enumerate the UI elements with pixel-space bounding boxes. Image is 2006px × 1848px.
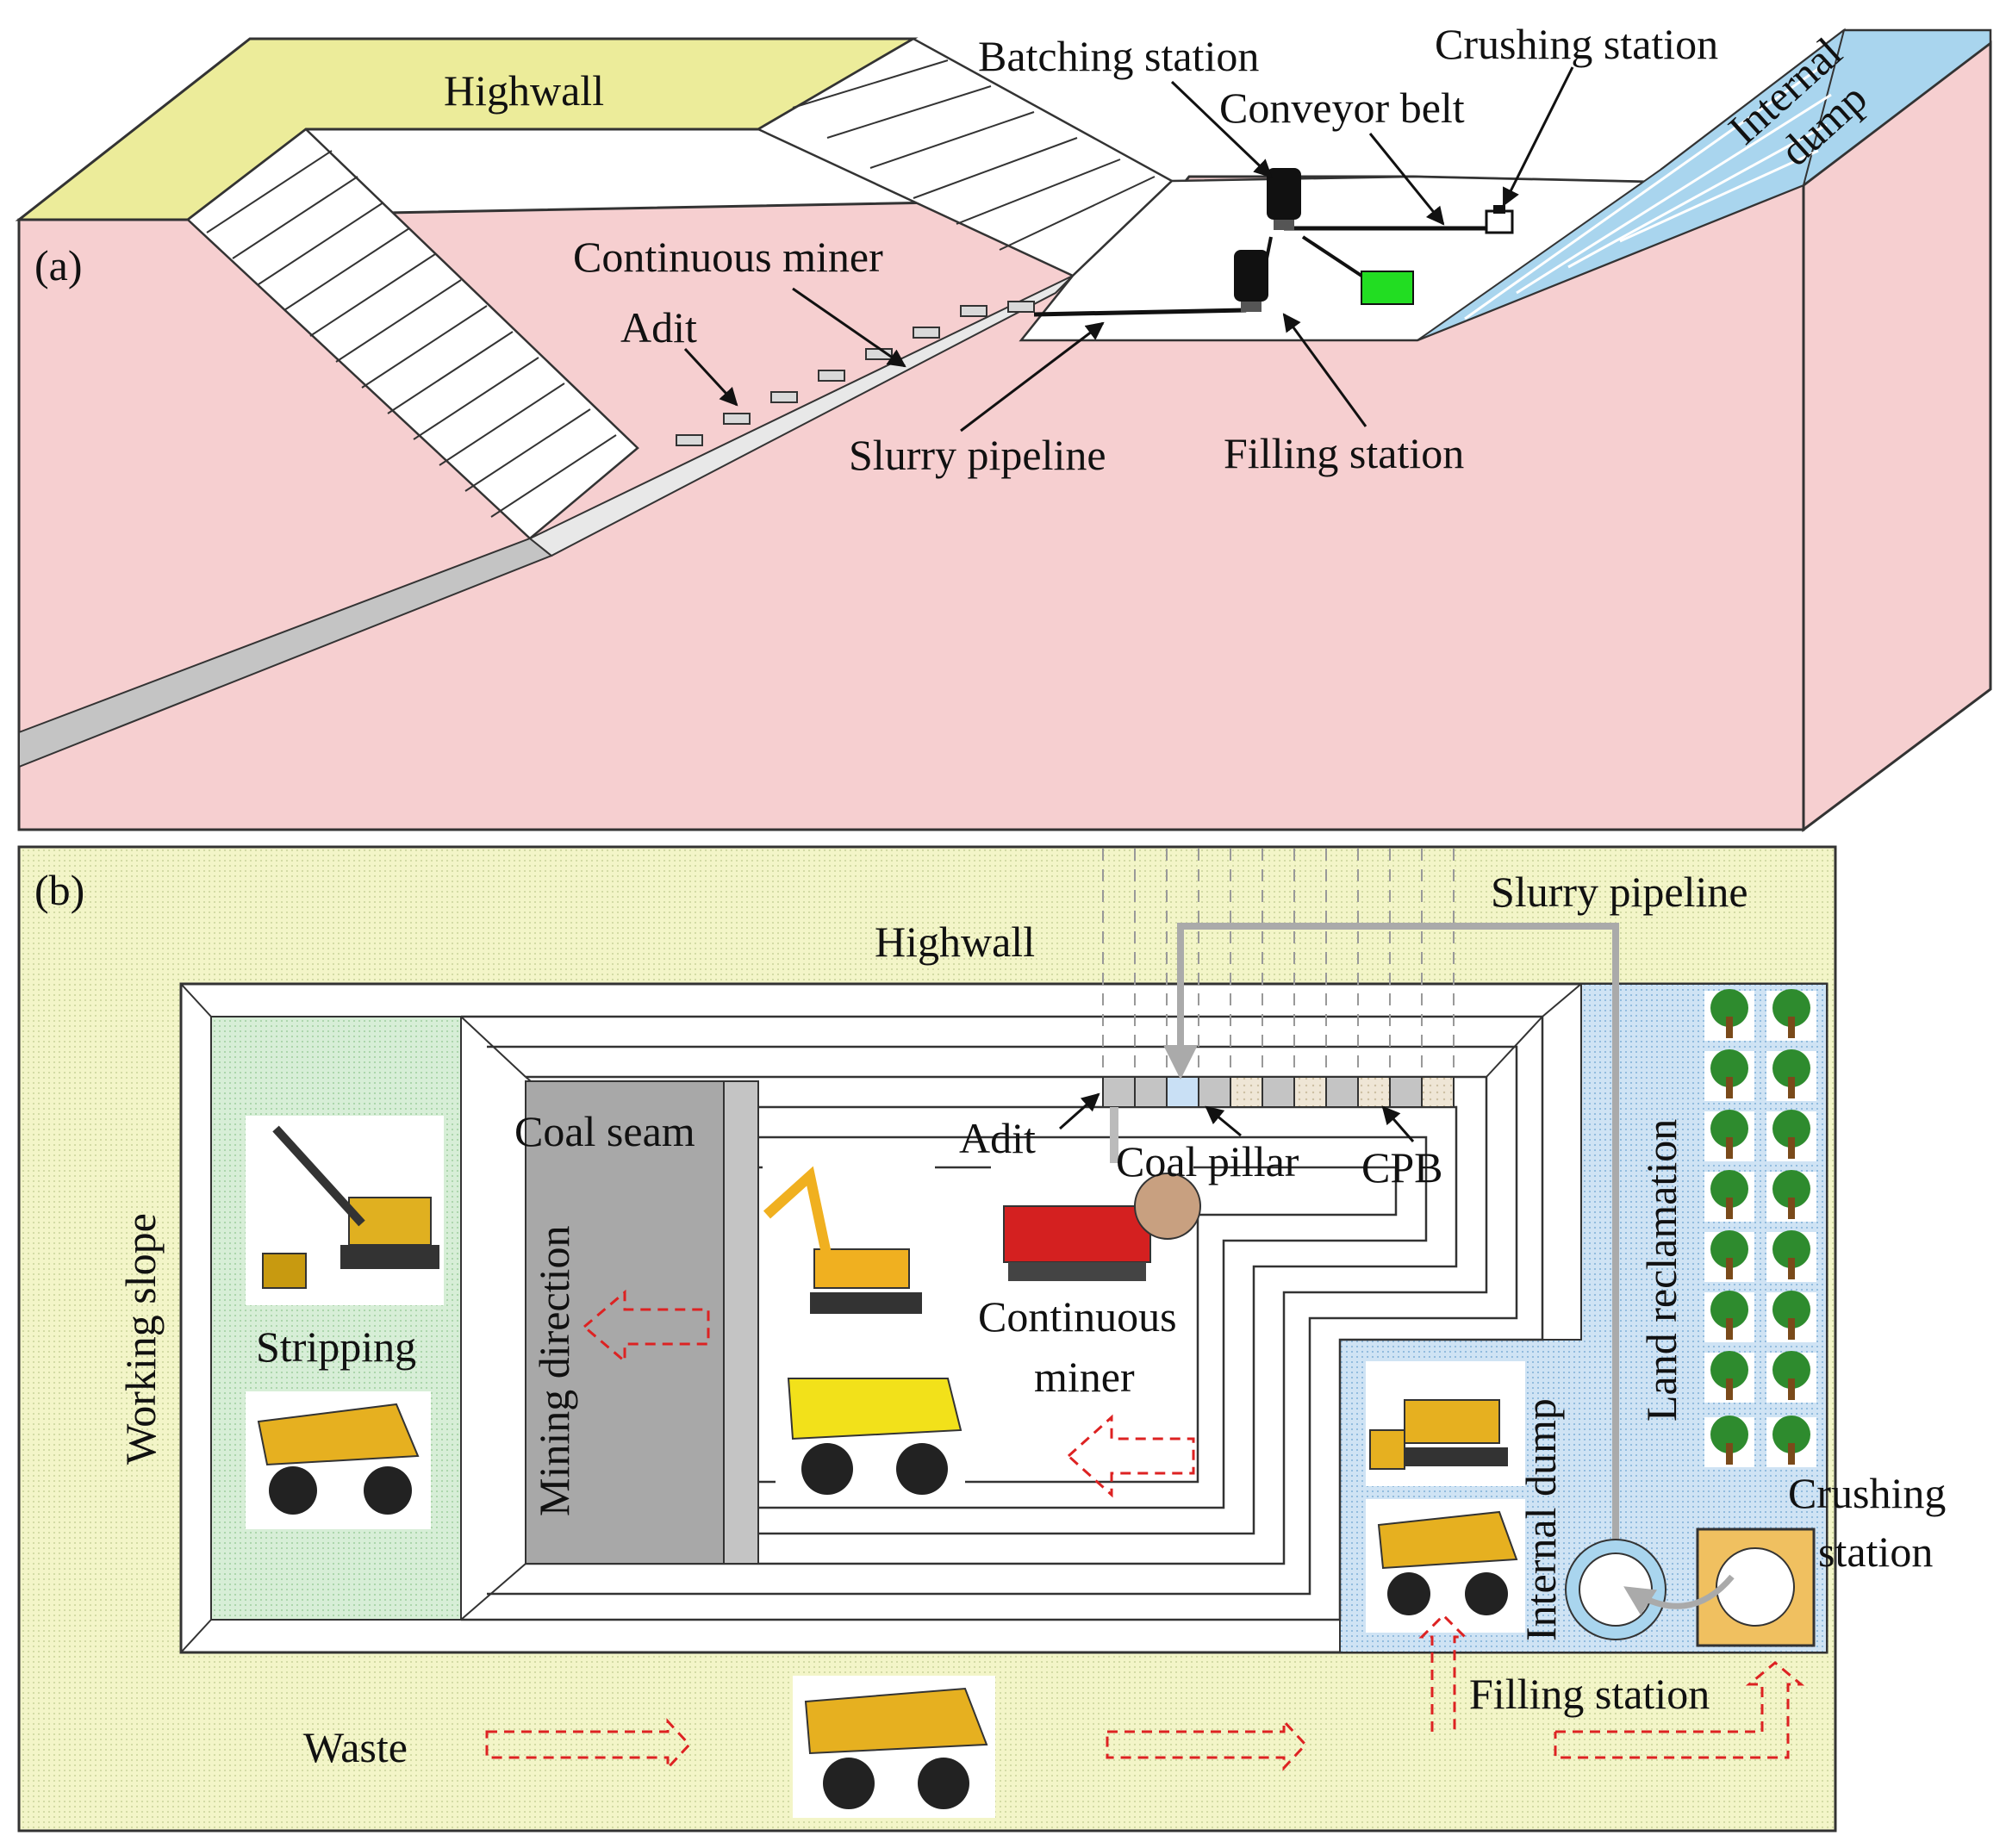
label-crushing-station-a: Crushing station [1435, 20, 1718, 68]
internal-dump-slope [1417, 28, 1846, 341]
mining-direction-arrow [582, 1289, 710, 1365]
highwall-step-lines [206, 150, 617, 518]
far-bench-lines [792, 59, 1156, 251]
waste-truck-icon [793, 1676, 995, 1818]
label-working-slope: Working slope [116, 1213, 165, 1465]
waste-flow-arrow-1 [485, 1718, 692, 1771]
label-mining-direction: Mining direction [530, 1226, 578, 1516]
tree-icon [1704, 1049, 1754, 1101]
waste-flow-arrow-2 [1106, 1718, 1308, 1771]
label-continuous-miner-a: Continuous miner [573, 233, 883, 281]
tree-icon [1766, 1110, 1816, 1161]
label-adit-a: Adit [620, 303, 697, 352]
label-conveyor-belt-a: Conveyor belt [1219, 84, 1465, 132]
crusher-to-filling-flow [1623, 1574, 1735, 1615]
tree-icon [1766, 1230, 1816, 1282]
label-continuous-miner-b-2: miner [1034, 1353, 1135, 1401]
pillar-cpb-row [1102, 1076, 1455, 1108]
coal-seam-band [525, 1080, 725, 1565]
entry-grid [1102, 849, 1455, 1077]
tree-icon [1766, 1351, 1816, 1403]
tree-icon [1766, 989, 1816, 1041]
continuous-miner-icon [991, 1163, 1201, 1292]
label-highwall-a: Highwall [444, 66, 604, 115]
dump-slope-steps [1464, 67, 1832, 320]
label-filling-station-a: Filling station [1224, 429, 1464, 477]
label-land-reclamation: Land reclamation [1637, 1119, 1685, 1422]
dump-feed-arrow [1418, 1613, 1468, 1732]
tree-icon [1704, 989, 1754, 1041]
waste-flow-arrow-3 [1554, 1661, 1805, 1759]
miner-advance-arrow [1066, 1414, 1195, 1498]
green-control-box [1361, 271, 1414, 305]
haul-truck-icon [246, 1391, 431, 1529]
panel-b-tag: (b) [34, 866, 84, 914]
batching-station-tank [1267, 168, 1301, 230]
label-slurry-pipeline-b: Slurry pipeline [1491, 868, 1748, 916]
panel-a: (a) Highwall Batching station Crushing s… [15, 20, 1992, 833]
crushing-station-unit [1485, 205, 1514, 234]
tree-icon [1704, 1110, 1754, 1161]
tree-grid [1704, 989, 1816, 1467]
tree-icon [1766, 1049, 1816, 1101]
filling-station-tank [1234, 250, 1268, 312]
bulldozer-icon [1366, 1361, 1525, 1486]
label-coal-seam: Coal seam [514, 1107, 695, 1155]
direction-arrows [485, 1289, 1805, 1771]
highwall-stepped-face [186, 128, 639, 540]
rope-shovel-icon [246, 1116, 444, 1305]
tree-icon [1704, 1170, 1754, 1222]
tree-icon [1704, 1416, 1754, 1467]
label-highwall-b: Highwall [875, 918, 1035, 966]
tree-icon [1704, 1291, 1754, 1342]
tree-icon [1766, 1416, 1816, 1467]
filling-station-ring [1565, 1539, 1666, 1640]
label-crushing-station-b-2: station [1818, 1528, 1933, 1576]
excavator-icon [763, 1150, 935, 1327]
label-internal-dump-b: Internal dump [1517, 1398, 1565, 1641]
label-adit-b: Adit [959, 1114, 1036, 1162]
label-coal-pillar: Coal pillar [1116, 1137, 1299, 1185]
tree-icon [1766, 1170, 1816, 1222]
slurry-pipeline-b [1163, 923, 1619, 1590]
label-waste: Waste [303, 1723, 408, 1771]
label-continuous-miner-b-1: Continuous [978, 1292, 1177, 1341]
label-batching-station-a: Batching station [978, 32, 1259, 80]
tree-icon [1704, 1230, 1754, 1282]
panel-b-pointers [1059, 1092, 1415, 1142]
panel-a-tag: (a) [34, 241, 83, 289]
label-crushing-station-b-1: Crushing [1788, 1469, 1946, 1517]
dump-haul-truck-icon [1366, 1499, 1525, 1633]
label-stripping: Stripping [256, 1322, 416, 1371]
control-box-link [1301, 235, 1363, 277]
label-cpb: CPB [1361, 1143, 1443, 1192]
tree-icon [1704, 1351, 1754, 1403]
label-slurry-pipeline-a: Slurry pipeline [849, 431, 1106, 479]
dump-truck-icon [776, 1353, 965, 1503]
coal-seam-face [723, 1080, 759, 1565]
label-filling-station-b: Filling station [1469, 1670, 1710, 1718]
panel-a-pointers [683, 66, 1574, 432]
tree-icon [1766, 1291, 1816, 1342]
crushing-station-box [1696, 1528, 1816, 1647]
panel-b: (b) Slurry pipeline Highwall Coal seam A… [17, 845, 1946, 1832]
